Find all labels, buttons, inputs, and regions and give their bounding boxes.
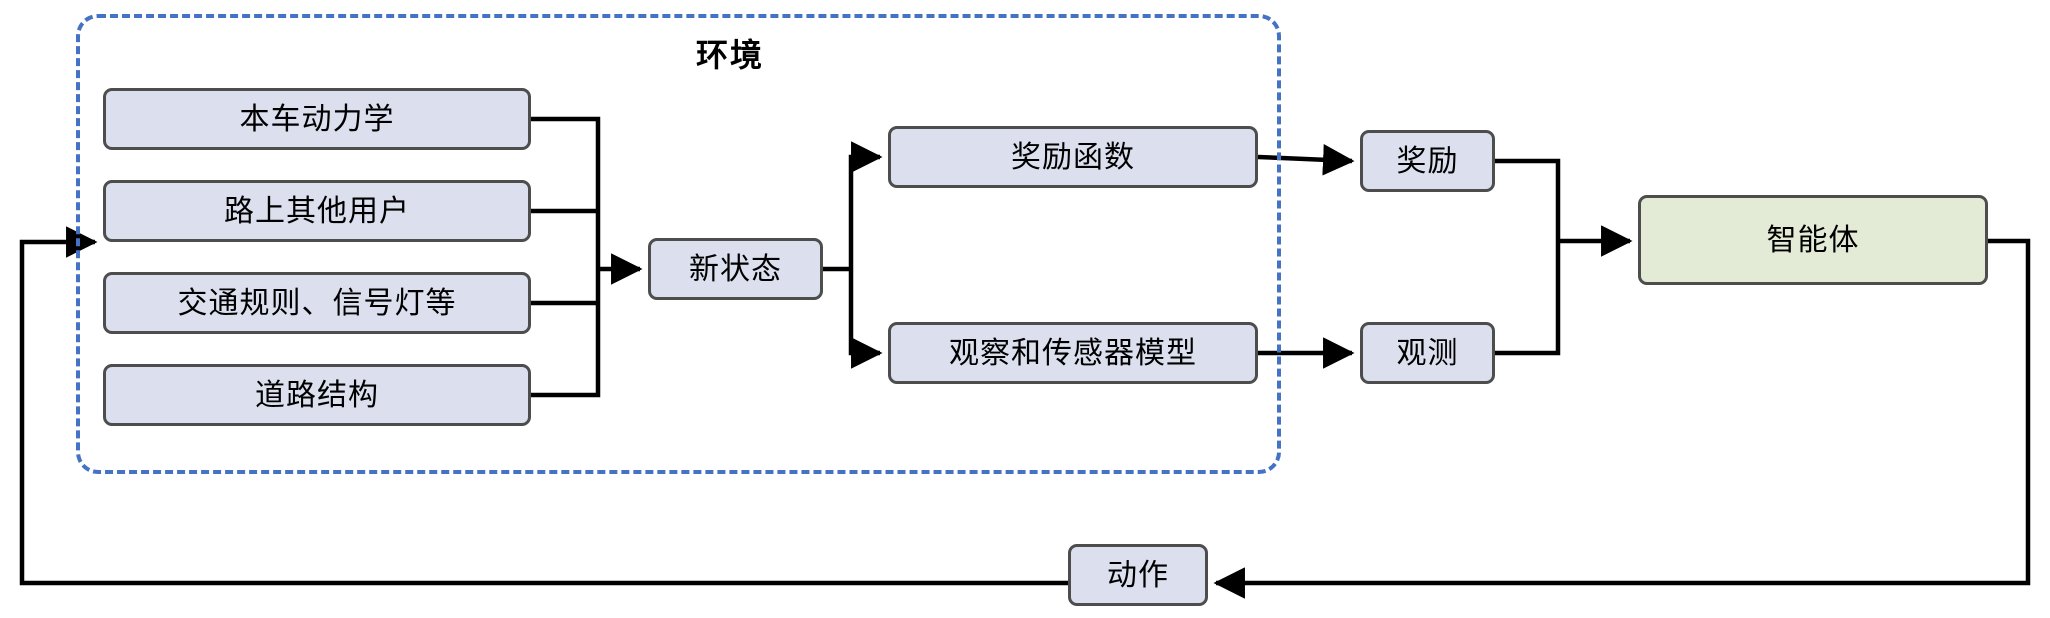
node-sensor-model-label: 观察和传感器模型 xyxy=(949,336,1197,370)
environment-label: 环境 xyxy=(696,37,765,73)
node-other-users[interactable]: 路上其他用户 xyxy=(103,180,531,242)
node-other-users-label: 路上其他用户 xyxy=(224,194,410,228)
node-new-state-label: 新状态 xyxy=(689,252,782,286)
node-reward[interactable]: 奖励 xyxy=(1360,130,1495,192)
node-observation[interactable]: 观测 xyxy=(1360,322,1495,384)
node-agent-label: 智能体 xyxy=(1766,223,1860,257)
node-road-structure-label: 道路结构 xyxy=(255,378,379,412)
node-new-state[interactable]: 新状态 xyxy=(648,238,823,300)
node-reward-function[interactable]: 奖励函数 xyxy=(888,126,1258,188)
node-action[interactable]: 动作 xyxy=(1068,544,1208,606)
node-agent[interactable]: 智能体 xyxy=(1638,195,1988,285)
node-reward-function-label: 奖励函数 xyxy=(1011,140,1135,174)
node-road-structure[interactable]: 道路结构 xyxy=(103,364,531,426)
node-sensor-model[interactable]: 观察和传感器模型 xyxy=(888,322,1258,384)
node-ego-dynamics[interactable]: 本车动力学 xyxy=(103,88,531,150)
edge-agent-to-action xyxy=(1213,238,2031,599)
node-action-label: 动作 xyxy=(1107,558,1169,592)
edge-obs-to-merge xyxy=(1495,241,1561,356)
edge-reward-to-merge xyxy=(1495,158,1561,241)
node-traffic-rules[interactable]: 交通规则、信号灯等 xyxy=(103,272,531,334)
node-observation-label: 观测 xyxy=(1396,336,1459,370)
node-traffic-rules-label: 交通规则、信号灯等 xyxy=(177,286,457,320)
node-reward-label: 奖励 xyxy=(1396,144,1459,178)
node-ego-dynamics-label: 本车动力学 xyxy=(239,102,395,136)
